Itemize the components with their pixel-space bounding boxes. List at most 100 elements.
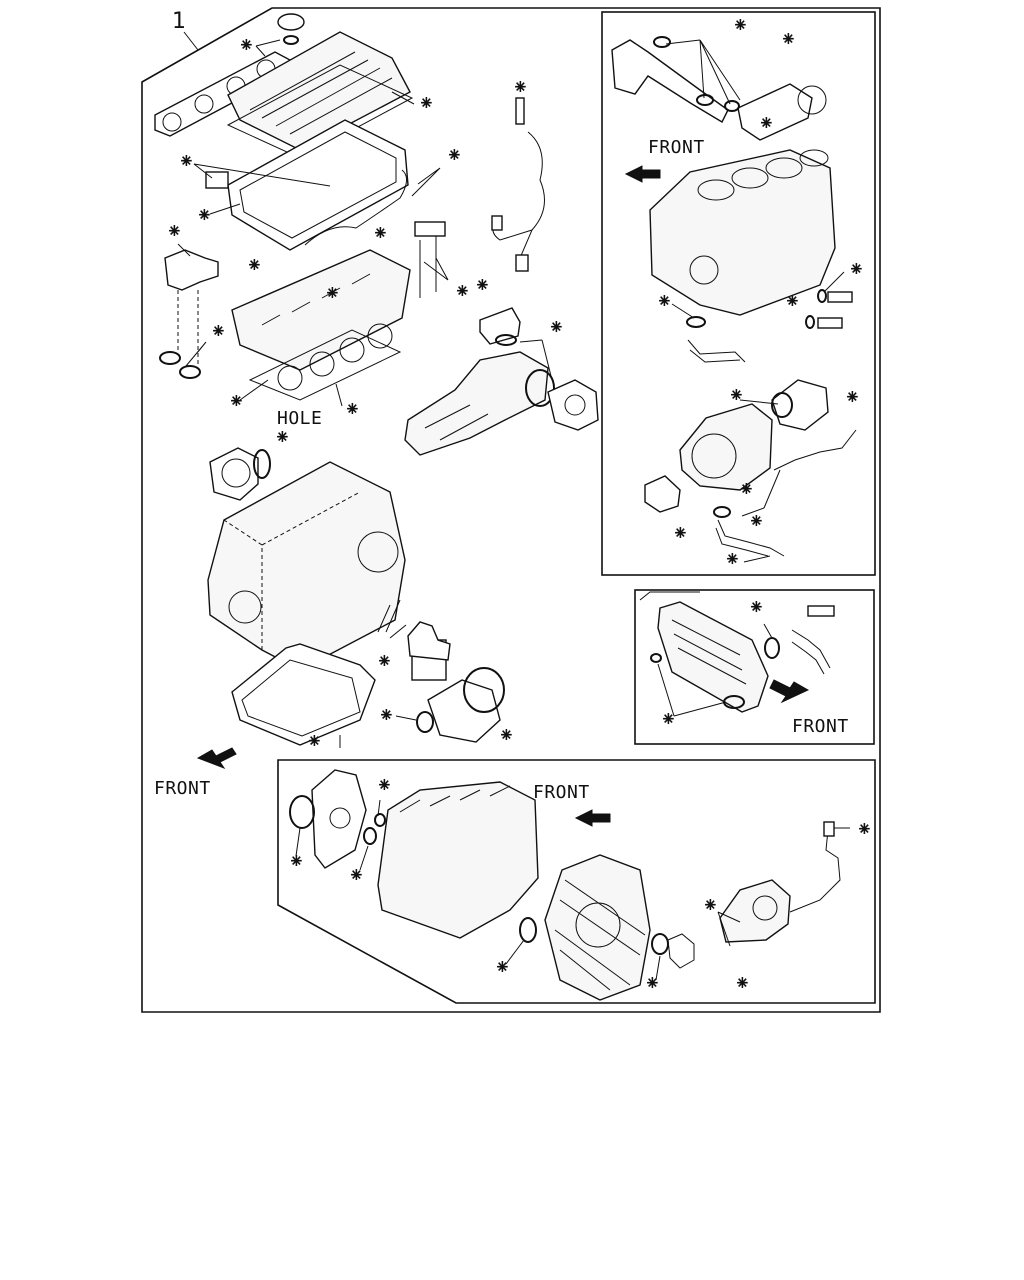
leader-line [665,39,741,105]
asterisk-marks: ⁕ ⁕ ⁕ ⁕ ⁕ ⁕ ⁕ ⁕ ⁕ ⁕ ⁕ ⁕ ⁕ ⁕ ⁕ ⁕ ⁕ ⁕ ⁕ ⁕ … [166,13,873,995]
oil-filler-cap [277,13,305,31]
asterisk-mark: ⁕ [246,253,263,277]
water-pump-pulley [221,458,251,488]
injector-clamp [414,221,446,237]
hole-label: HOLE [277,408,322,429]
leader-line [505,939,525,965]
front-label-oil-cooler-inset: FRONT [792,716,849,737]
leader-lines [177,39,850,981]
leader-line [717,911,741,947]
head-lower-gasket [248,329,402,401]
leader-line [177,243,191,257]
asterisk-mark: ⁕ [724,547,741,571]
leader-line [239,379,269,401]
inset-bore [799,149,829,167]
harness-connector [515,254,529,272]
asterisk-mark: ⁕ [166,219,183,243]
front-label-egr-inset: FRONT [648,137,705,158]
gasket-port [194,94,214,114]
asterisk-mark: ⁕ [844,385,861,409]
leader-line [255,39,281,57]
harness-connector [491,215,503,231]
asterisk-mark: ⁕ [856,817,873,841]
leader-line [743,555,771,563]
timing-block-bores [399,785,511,813]
asterisk-mark: ⁕ [656,289,673,313]
front-cover-bore [329,807,351,829]
drain-bolt-washer [805,315,815,329]
water-pump-gasket [253,449,271,479]
water-pump-group [209,447,271,501]
filler-cap-seal [283,35,299,45]
drain-bolt-washer [817,289,827,303]
turbo-flange-gasket [644,475,681,513]
front-label-timing-inset: FRONT [533,782,590,803]
turbo-housing [691,433,737,479]
inset-bore [765,157,803,179]
egr-valve-gasket [495,334,517,346]
head-gasket-bore [277,365,303,391]
cylinder-head-gasket [227,119,409,251]
inset-bore [697,179,735,201]
front-cover-gasket [363,827,377,845]
front-arrow-icon [574,809,611,827]
leader-line [395,715,417,721]
vacuum-hose [789,829,841,913]
vacuum-pump [719,879,791,943]
intake-manifold [404,351,549,456]
oil-cooler [427,679,501,743]
asterisk-mark: ⁕ [178,149,195,173]
asterisk-mark: ⁕ [732,13,749,37]
inspection-cover [667,933,695,969]
leader-line [411,167,441,197]
asterisk-mark: ⁕ [784,289,801,313]
asterisk-mark: ⁕ [848,257,865,281]
vacuum-hose-fitting [823,821,835,837]
flywheel-ribs [554,879,646,991]
asterisk-mark: ⁕ [734,971,751,995]
leader-line [741,469,781,517]
asterisk-mark: ⁕ [512,75,529,99]
bolt [515,97,525,125]
inset-cylinder-block [649,149,836,316]
asterisk-mark: ⁕ [238,33,255,57]
asterisk-mark: ⁕ [210,319,227,343]
item-number-leader [183,31,199,51]
small-fitting [205,171,229,189]
turbo-drain-gasket [713,506,731,518]
leader-line [823,271,845,293]
thermostat-o-ring [159,351,181,365]
asterisk-mark: ⁕ [372,221,389,245]
front-label-main: FRONT [154,778,211,799]
front-arrow-icon [196,747,237,770]
oil-dipstick-leaders [377,599,407,639]
leader-line [359,845,369,871]
asterisk-mark: ⁕ [748,595,765,619]
intake-manifold-ribs [424,404,489,441]
rear-oil-seal [519,917,537,943]
leader-line [193,163,331,187]
front-arrow-icon [769,679,810,704]
leader-line [391,91,415,105]
asterisk-mark: ⁕ [274,425,291,449]
asterisk-mark: ⁕ [446,143,463,167]
thermostat-housing [164,249,219,291]
cooler-cover [657,601,769,713]
leader-line [295,827,301,857]
asterisk-mark: ⁕ [288,849,305,873]
leader-line [639,591,700,601]
throttle-body [547,379,599,431]
turbo-outlet [771,379,829,431]
intake-throttle-group [404,307,599,456]
drain-bolt [827,291,853,303]
timing-cylinder-block [377,781,539,939]
asterisk-mark: ⁕ [344,397,361,421]
egr-gasket [696,94,714,106]
leader-line [671,303,695,319]
crank-bore [228,590,262,624]
vacuum-pump-rotor [752,895,778,921]
head-gasket-bore [367,323,393,349]
thermostat-leader [177,290,199,366]
asterisk-mark: ⁕ [376,773,393,797]
